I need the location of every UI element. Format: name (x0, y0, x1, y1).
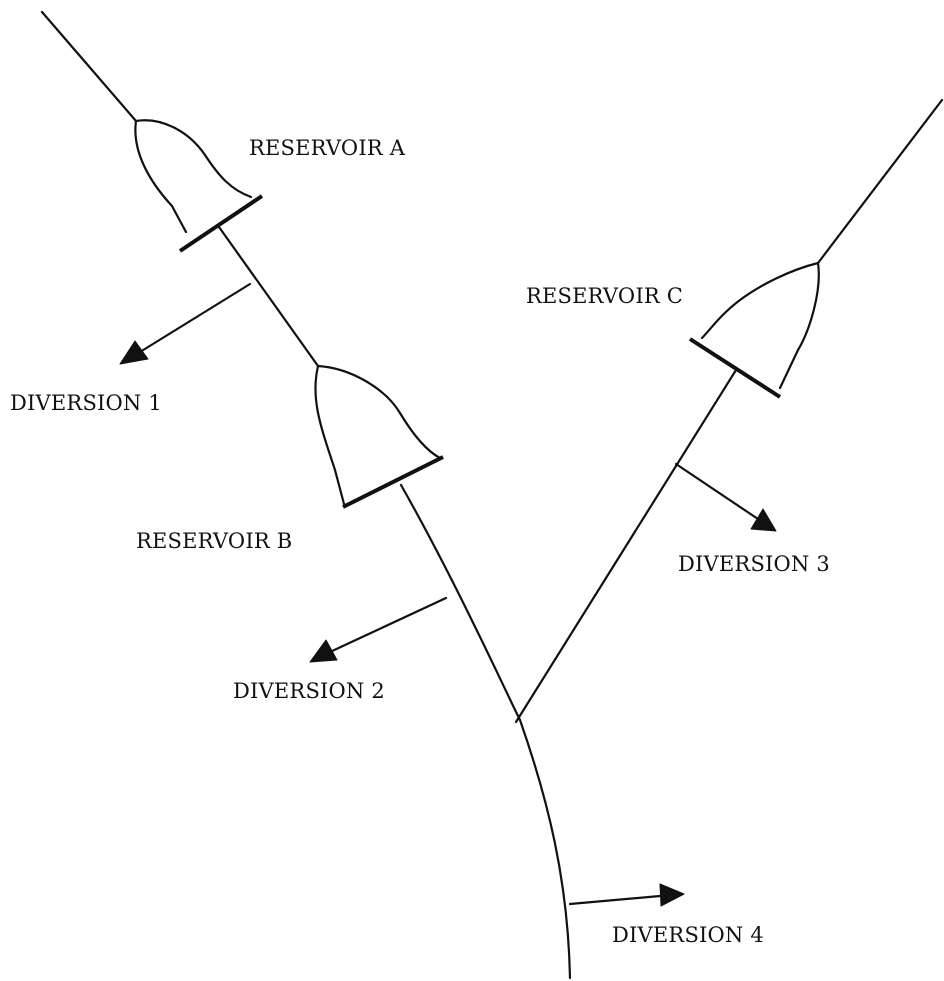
river-upstream-a (40, 10, 138, 123)
reservoir-c-dam (688, 337, 782, 399)
diversion-2-label: DIVERSION 2 (233, 679, 385, 703)
reservoir-b-label: RESERVOIR B (136, 529, 292, 553)
reservoir-b-shape (314, 364, 442, 506)
diversion-3-arrowhead (750, 508, 777, 532)
diversion-4-arrow-line (568, 894, 662, 906)
diversion-1-arrowhead (119, 340, 149, 365)
diversion-4-label: DIVERSION 4 (612, 923, 764, 947)
diversion-2-arrowhead (309, 639, 338, 663)
reservoir-a-dam (178, 194, 264, 253)
reservoir-a-shape (134, 119, 253, 234)
river-main-channel (399, 483, 572, 980)
river-between-a-b (217, 225, 320, 368)
reservoir-c-shape (700, 261, 820, 390)
diversion-1-label: DIVERSION 1 (10, 391, 162, 415)
river-tributary-c (514, 368, 738, 724)
diversion-2-arrow-line (328, 596, 448, 654)
diversion-3-arrow-line (674, 462, 760, 521)
reservoir-a-label: RESERVOIR A (249, 136, 406, 160)
diversion-4-arrowhead (659, 883, 685, 907)
diversion-1-arrow-line (138, 282, 252, 354)
reservoir-c-label: RESERVOIR C (526, 284, 683, 308)
river-upstream-c (816, 98, 944, 265)
diversion-3-label: DIVERSION 3 (678, 552, 830, 576)
reservoir-b-dam (342, 455, 444, 509)
